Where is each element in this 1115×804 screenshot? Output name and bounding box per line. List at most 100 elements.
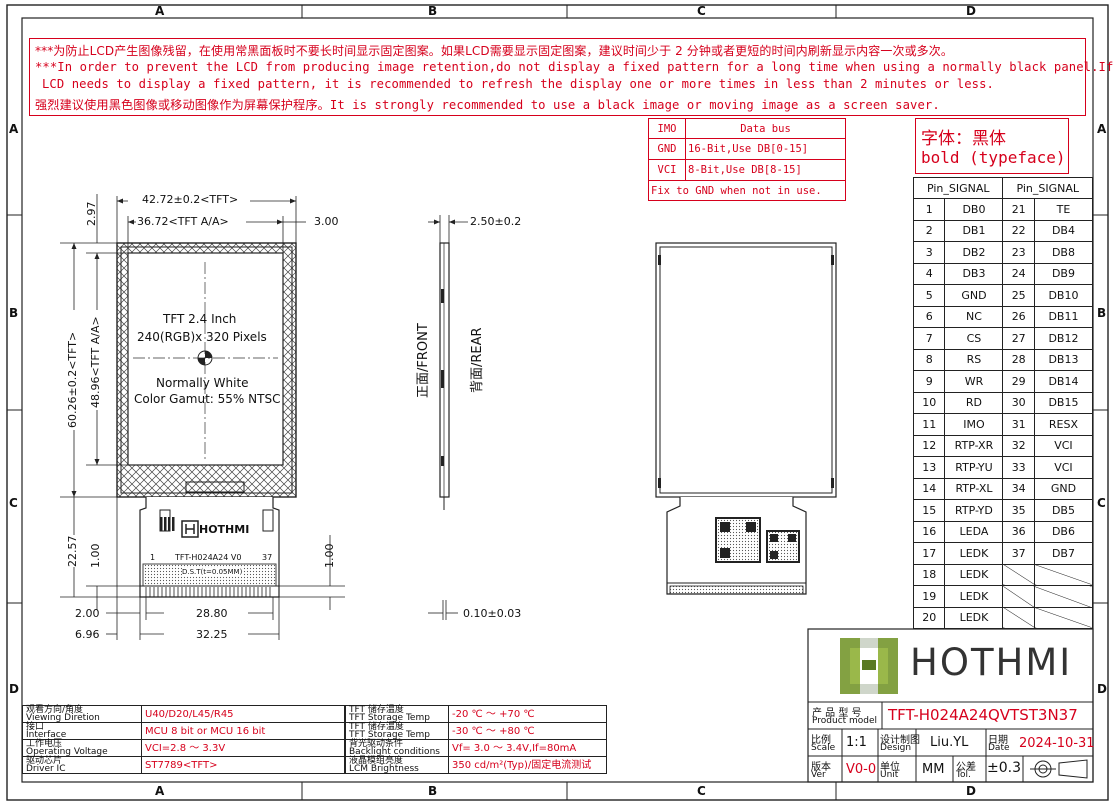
drawing-date: 2024-10-31	[1019, 736, 1095, 751]
unit-value: MM	[922, 762, 945, 777]
date-label-en: Date	[988, 743, 1010, 753]
spec-value: Vf= 3.0 ～ 3.4V,If=80mA	[448, 739, 607, 757]
product-model: TFT-H024A24QVTST3N37	[888, 706, 1078, 724]
warning-line-4: 强烈建议使用黑色图像或移动图像作为屏幕保护程序。It is strongly r…	[35, 98, 940, 112]
ver-label-cn: 版本	[811, 762, 831, 773]
dim-top-offset: 2.97	[85, 201, 98, 227]
spec-label-en: TFT Storage Temp	[349, 713, 430, 723]
pin-signal: DB0	[944, 198, 1004, 221]
warning-line-2: ***In order to prevent the LCD from prod…	[35, 60, 1115, 74]
dim-fpc-margin: 2.00	[75, 607, 100, 620]
version-value: V0-0	[846, 762, 877, 777]
spec-label-cn: TFT 储存温度	[349, 722, 404, 732]
pin-signal: DB15	[1033, 391, 1094, 414]
dim-fpc-offset: 6.96	[75, 628, 100, 641]
resolution-label: 240(RGB)x 320 Pixels	[137, 330, 267, 344]
zone-col-c-top: C	[697, 4, 706, 18]
typeface-line-1: 字体：黑体	[921, 129, 1006, 149]
zone-col-d-top: D	[966, 4, 976, 18]
fpc-pin-1: 1	[150, 553, 156, 562]
pin-signal: RS	[944, 348, 1004, 371]
typeface-note: 字体：黑体 bold (typeface)	[915, 118, 1069, 174]
pin-number: 20	[912, 606, 946, 629]
dim-tft-height: 60.26±0.2<TFT>	[66, 331, 79, 428]
scale-label-cn: 比例	[811, 735, 831, 746]
dim-right-offset: 3.00	[314, 215, 339, 228]
zone-row-d-left: D	[9, 682, 19, 696]
zone-row-c-left: C	[9, 496, 18, 510]
zone-col-d-bottom: D	[966, 784, 976, 798]
dim-aa-height: 48.96<TFT A/A>	[89, 316, 102, 408]
spec-value: VCI=2.8 ～ 3.3V	[141, 739, 345, 757]
zone-row-b-right: B	[1097, 306, 1107, 320]
dim-fpc-pitch: 28.80	[196, 607, 228, 620]
spec-value: 350 cd/m²(Typ)/固定电流测试	[448, 756, 607, 774]
fpc-pin-37: 37	[262, 553, 273, 562]
mode-label: Normally White	[156, 376, 249, 390]
pin-number: 12	[912, 434, 946, 457]
scale-label-en: Scale	[811, 743, 836, 753]
pin-signal: GND	[1033, 477, 1094, 500]
dim-fpc-width: 32.25	[196, 628, 228, 641]
pin-signal: WR	[944, 370, 1004, 393]
zone-row-d-right: D	[1097, 682, 1107, 696]
pin-signal: DB14	[1033, 370, 1094, 393]
dim-fpc-length: 22.57	[66, 535, 79, 567]
spec-label-en: TFT Storage Temp	[349, 730, 430, 740]
spec-value: -20 ℃ ～ +70 ℃	[448, 705, 607, 723]
dim-fpc-right: 1.00	[323, 543, 336, 569]
zone-col-c-bottom: C	[697, 784, 706, 798]
zone-row-a-left: A	[9, 122, 19, 136]
unit-label-en: Unit	[880, 770, 899, 780]
pin-number: 23	[1002, 241, 1035, 264]
pin-header: Pin_SIGNAL	[1002, 177, 1093, 199]
pin-number: 37	[1002, 542, 1035, 565]
zone-col-b-top: B	[428, 4, 438, 18]
date-label-cn: 日期	[988, 735, 1008, 746]
pin-signal: VCI	[1033, 456, 1094, 479]
zone-row-b-left: B	[9, 306, 19, 320]
pin-number: 24	[1002, 262, 1035, 285]
zone-row-a-right: A	[1097, 122, 1107, 136]
pin-number: 32	[1002, 434, 1035, 457]
pin-number: 11	[912, 413, 946, 436]
spec-label-cn: 工作电压	[26, 739, 63, 749]
spec-value: U40/D20/L45/R45	[141, 705, 345, 723]
pin-signal: CS	[944, 327, 1004, 350]
tolerance-value: ±0.3	[987, 760, 1021, 776]
spec-label-en: Operating Voltage	[26, 747, 108, 757]
fpc-brand: HOTHMI	[199, 523, 250, 536]
spec-label-en: Backlight conditions	[349, 747, 440, 757]
unit-label-cn: 单位	[880, 762, 900, 773]
design-label-cn: 设计制图	[880, 735, 920, 746]
dim-aa-width: 36.72<TFT A/A>	[137, 215, 229, 228]
tol-label-en: Tol.	[956, 770, 971, 780]
gamut-label: Color Gamut: 55% NTSC	[134, 392, 281, 406]
pin-signal: RESX	[1033, 413, 1094, 436]
spec-label-en: Viewing Diretion	[26, 713, 100, 723]
spec-value: ST7789<TFT>	[141, 756, 345, 774]
spec-label-cn: 驱动芯片	[26, 756, 63, 766]
rear-label: 背面/REAR	[470, 327, 485, 393]
spec-label-en: LCM Brightness	[349, 764, 419, 774]
spec-label-cn: 背光驱动条件	[349, 739, 404, 749]
fpc-model: TFT-H024A24 V0	[175, 553, 242, 562]
ver-label-en: Ver	[811, 770, 826, 780]
pin-number	[1002, 606, 1035, 629]
spec-label-cn: TFT 储存温度	[349, 705, 404, 715]
fpc-stiffener: D.S.T(t=0.05MM)	[182, 568, 243, 576]
imo-cell: 16-Bit,Use DB[0-15]	[685, 138, 846, 160]
zone-col-b-bottom: B	[428, 784, 438, 798]
pin-number: 31	[1002, 413, 1035, 436]
